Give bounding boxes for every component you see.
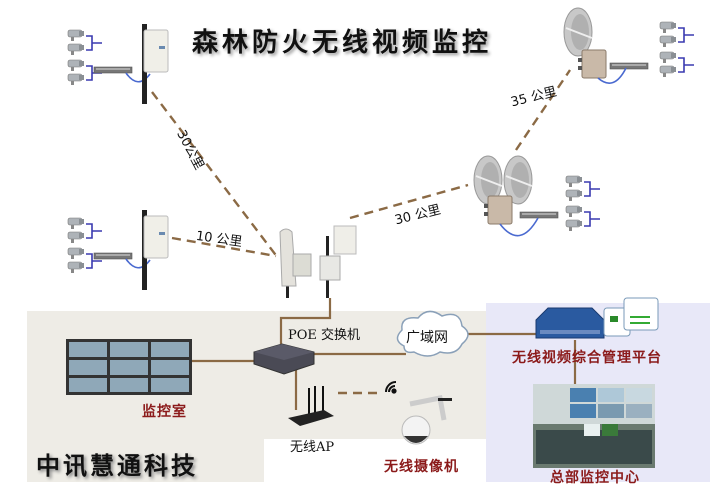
- link-right-mid: [349, 183, 469, 220]
- monitor-wall: [66, 339, 192, 395]
- link-left-bottom: [171, 236, 277, 258]
- site-top-right: [563, 7, 694, 84]
- wireless-camera-label: 无线摄像机: [384, 459, 459, 475]
- poe-switch-device: [253, 343, 315, 375]
- wireless-ap-label: 无线AP: [290, 440, 335, 455]
- wifi-icon: [385, 381, 397, 394]
- link-left-top: [151, 91, 279, 259]
- wan-label: 广域网: [406, 330, 448, 346]
- poe-switch-label: POE 交换机: [288, 328, 361, 343]
- page-title: 森林防火无线视频监控: [192, 28, 493, 58]
- hq-photo: [533, 384, 655, 468]
- site-mid-left: [68, 209, 169, 291]
- hq-center-label: 总部监控中心: [550, 470, 640, 486]
- central-tower: [279, 225, 357, 298]
- wan-cloud: [396, 310, 469, 357]
- platform-screens: [603, 297, 659, 337]
- site-top-left: [68, 23, 169, 105]
- platform-server-device: [535, 307, 605, 339]
- site-right-relay: [473, 155, 600, 237]
- wireless-ap-device: [288, 386, 334, 426]
- cable-tower-switch: [279, 298, 332, 352]
- platform-label: 无线视频综合管理平台: [512, 350, 662, 366]
- wireless-camera-device: [401, 395, 452, 445]
- link-right-top: [515, 69, 571, 151]
- monitor-room-label: 监控室: [142, 404, 187, 420]
- company-name: 中讯慧通科技: [36, 451, 198, 480]
